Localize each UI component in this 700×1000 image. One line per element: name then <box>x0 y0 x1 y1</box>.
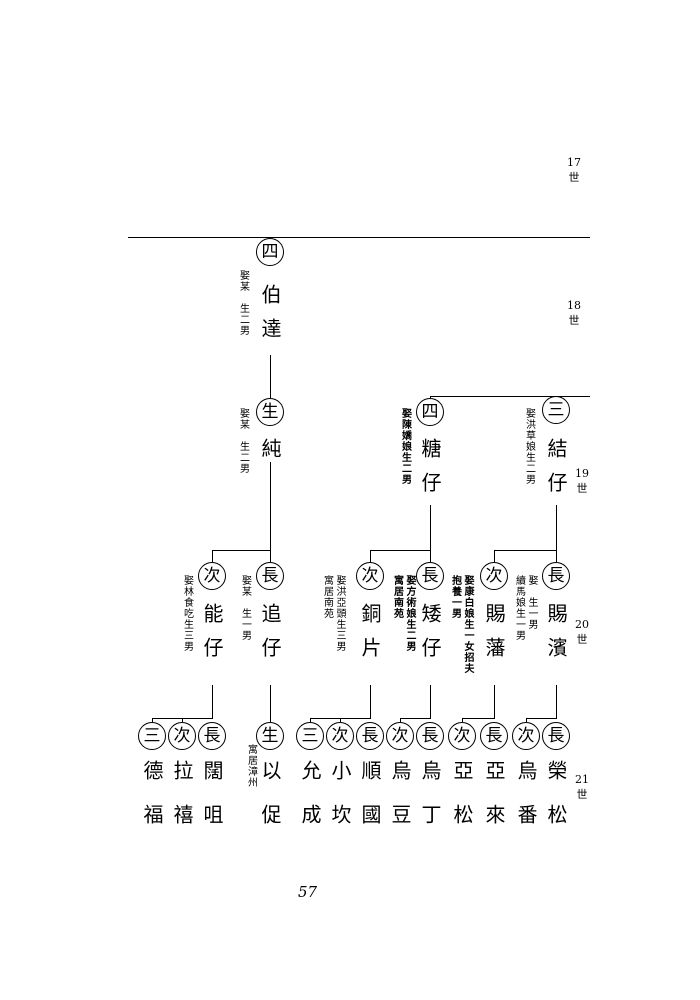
branch-line <box>462 718 495 719</box>
rank-badge-boda: 四 <box>256 238 284 266</box>
rank-badge-jiezi: 三 <box>542 396 570 424</box>
connector-line <box>494 685 495 718</box>
person-name-cibin: 賜濱 <box>544 603 568 671</box>
connector-line <box>430 685 431 718</box>
branch-line <box>494 550 557 551</box>
person-name-cifan: 賜藩 <box>482 603 506 671</box>
person-name-rongsong: 榮松 <box>544 760 568 848</box>
person-name-tongpian: 銅片 <box>358 603 382 671</box>
person-note-aizi: 娶方術娘生二男 寓居南苑 <box>391 575 416 652</box>
person-name-kuoju: 闊咀 <box>200 760 224 848</box>
rank-badge-kuoju: 長 <box>198 722 226 750</box>
rank-badge-cibin: 長 <box>542 562 570 590</box>
rank-badge-wufan: 次 <box>512 722 540 750</box>
rank-badge-yalai: 長 <box>480 722 508 750</box>
connector-line <box>556 685 557 718</box>
person-name-defu: 德福 <box>140 760 164 848</box>
connector-line <box>430 550 431 564</box>
connector-line <box>370 550 371 564</box>
branch-line <box>400 718 431 719</box>
connector-line <box>212 550 213 564</box>
connector-line <box>270 462 271 550</box>
connector-line <box>310 718 311 722</box>
rank-badge-yasong: 次 <box>448 722 476 750</box>
rank-badge-yicu: 生 <box>256 722 284 750</box>
person-name-nengzi: 能仔 <box>200 603 224 671</box>
person-note-cifan: 娶康白娘生一女招夫 抱養一男 <box>449 575 474 674</box>
rank-badge-rongsong: 長 <box>542 722 570 750</box>
branch-line <box>526 718 557 719</box>
rank-badge-yuncheng: 三 <box>296 722 324 750</box>
person-note-cibin: 娶 生一男 續馬娘生一男 <box>513 575 538 641</box>
person-note-tongpian: 娶洪亞頭生三男 寓居南苑 <box>321 575 346 652</box>
rank-badge-tongpian: 次 <box>356 562 384 590</box>
connector-line <box>430 505 431 550</box>
connector-line <box>270 550 271 564</box>
person-name-xiaokan: 小坎 <box>328 760 352 848</box>
branch-line <box>370 550 431 551</box>
connector-line <box>526 718 527 722</box>
connector-line <box>556 550 557 564</box>
connector-line <box>370 685 371 718</box>
rank-badge-cifan: 次 <box>480 562 508 590</box>
connector-line <box>182 718 183 722</box>
person-name-tangzi: 糖仔 <box>418 438 442 506</box>
person-name-laxi: 拉禧 <box>170 760 194 848</box>
person-note-yicu: 寓居漳州 <box>245 744 257 788</box>
rank-badge-wudou: 次 <box>386 722 414 750</box>
branch-line <box>212 550 271 551</box>
connector-line <box>400 718 401 722</box>
person-name-jiezi: 結仔 <box>544 438 568 506</box>
person-name-yasong: 亞松 <box>450 760 474 848</box>
branch-line <box>430 396 590 397</box>
rank-badge-xiaokan: 次 <box>326 722 354 750</box>
connector-line <box>556 505 557 550</box>
person-name-wuding: 烏丁 <box>418 760 442 848</box>
person-note-jiezi: 娶洪草娘生二男 <box>523 408 535 485</box>
person-name-boda: 伯達 <box>258 284 282 352</box>
person-name-yuncheng: 允成 <box>298 760 322 848</box>
person-name-yicu: 以促 <box>258 760 282 848</box>
person-note-chun: 娶某 生二男 <box>237 408 249 474</box>
rank-badge-defu: 三 <box>138 722 166 750</box>
person-note-nengzi: 娶林食吃生三男 <box>181 575 193 652</box>
connector-line <box>270 355 271 398</box>
person-name-wudou: 烏豆 <box>388 760 412 848</box>
connector-line <box>340 718 341 722</box>
connector-line <box>494 550 495 564</box>
rank-badge-chun: 生 <box>256 398 284 426</box>
person-name-wufan: 烏番 <box>514 760 538 848</box>
connector-line <box>212 685 213 718</box>
rank-badge-tangzi: 四 <box>416 398 444 426</box>
page-number: 57 <box>298 883 318 901</box>
person-name-yalai: 亞來 <box>482 760 506 848</box>
person-note-boda: 娶某 生二男 <box>237 270 249 336</box>
rank-badge-nengzi: 次 <box>198 562 226 590</box>
connector-line <box>462 718 463 722</box>
connector-line <box>270 685 271 722</box>
person-note-zhuizi: 娶某 生一男 <box>239 575 251 641</box>
top-rule <box>128 237 590 238</box>
person-name-aizi: 矮仔 <box>418 603 442 671</box>
person-note-tangzi: 娶陳嬌娘生二男 <box>399 408 411 485</box>
person-name-shunguo: 順國 <box>358 760 382 848</box>
rank-badge-wuding: 長 <box>416 722 444 750</box>
person-name-zhuizi: 追仔 <box>258 603 282 671</box>
connector-line <box>152 718 153 722</box>
rank-badge-laxi: 次 <box>168 722 196 750</box>
rank-badge-zhuizi: 長 <box>256 562 284 590</box>
rank-badge-aizi: 長 <box>416 562 444 590</box>
rank-badge-shunguo: 長 <box>356 722 384 750</box>
